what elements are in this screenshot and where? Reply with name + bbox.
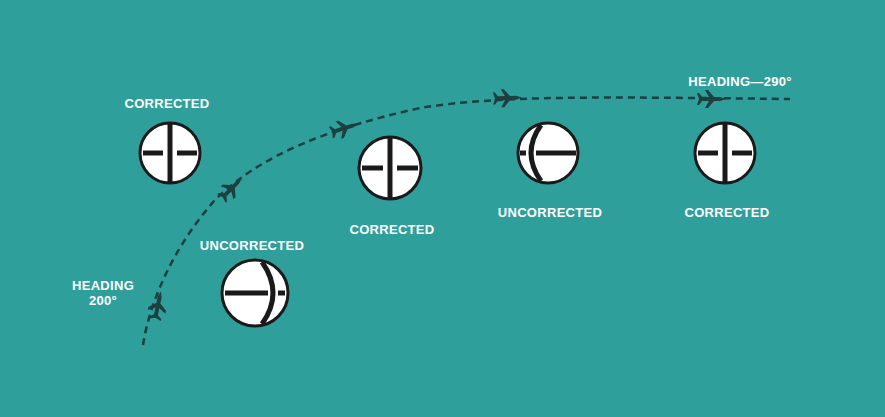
heading-label: HEADING 200° — [72, 278, 134, 308]
flight-path — [143, 98, 790, 345]
indicator-label: UNCORRECTED — [498, 205, 602, 220]
indicator-label: CORRECTED — [349, 222, 434, 237]
attitude-indicator — [359, 137, 421, 199]
attitude-indicator — [518, 123, 578, 183]
airplane-icon — [328, 115, 361, 141]
attitude-indicators — [140, 123, 755, 326]
airplane-icon — [215, 172, 248, 205]
airplane-icon — [493, 89, 523, 108]
heading-label: HEADING—290° — [688, 74, 791, 89]
attitude-indicator — [695, 123, 755, 183]
attitude-indicator — [140, 123, 200, 183]
indicator-label: CORRECTED — [684, 205, 769, 220]
attitude-indicator — [222, 260, 288, 326]
indicator-label: CORRECTED — [124, 96, 209, 111]
indicator-label: UNCORRECTED — [200, 238, 304, 253]
airplane-icon — [697, 90, 726, 108]
airplane-icon — [146, 289, 170, 321]
